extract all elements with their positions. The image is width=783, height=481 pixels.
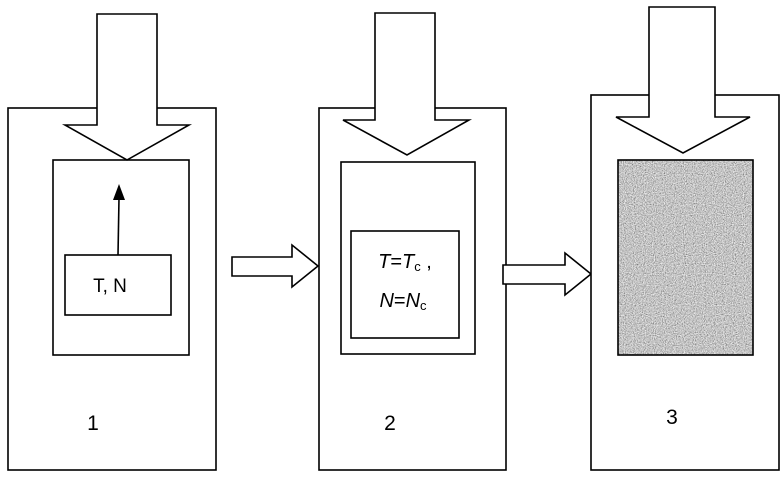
equals-sign: = xyxy=(390,251,402,273)
stage-3-grainy-sample xyxy=(618,160,753,355)
N-symbol: N xyxy=(379,290,394,312)
stage-2-sample-box xyxy=(350,230,460,339)
stage-1-press-arrow xyxy=(61,13,193,161)
stage-2-press-arrow xyxy=(342,12,473,156)
equals-sign-2: = xyxy=(394,290,406,312)
Nc-subscript: c xyxy=(420,298,427,313)
transition-arrow-2-3 xyxy=(502,251,593,297)
Tc-subscript: c xyxy=(414,259,421,274)
stage-2-condition-count: N=Nc xyxy=(379,290,427,313)
stage-2-number: 2 xyxy=(384,412,396,435)
stage-1: T, N 1 xyxy=(7,13,217,471)
stage-2: T=Tc , N=Nc 2 xyxy=(318,12,507,471)
stage-2-condition-temperature: T=Tc , xyxy=(378,251,432,274)
transition-arrow-1-2 xyxy=(231,243,320,289)
stage-3-number: 3 xyxy=(666,406,678,429)
T-symbol: T xyxy=(378,251,392,273)
stage-3-sample-border xyxy=(617,159,754,356)
stage-1-number: 1 xyxy=(87,412,99,435)
up-arrow xyxy=(113,184,125,256)
Tc-base: T xyxy=(402,251,416,273)
stage-3-press-arrow xyxy=(615,6,751,154)
separator: , xyxy=(421,251,432,273)
stage-1-sample-label: T, N xyxy=(93,276,127,297)
Nc-base: N xyxy=(406,290,421,312)
stage-3: 3 xyxy=(590,6,780,471)
